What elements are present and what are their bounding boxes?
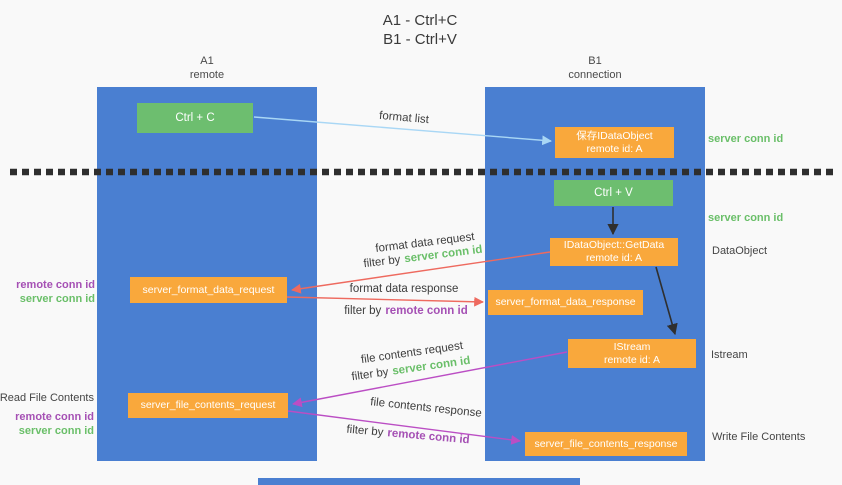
node-istream: IStream remote id: A	[568, 339, 696, 368]
column-b1-subtitle: connection	[568, 69, 622, 81]
label-group-conn-ids-bottom: remote conn id server conn id	[15, 410, 94, 438]
bottom-blue-strip	[258, 478, 580, 485]
node-getdata-line1: IDataObject::GetData	[563, 239, 665, 251]
node-format-response-label: server_format_data_response	[495, 296, 636, 308]
column-a1-subtitle: remote	[189, 69, 225, 81]
node-server-format-data-request: server_format_data_request	[130, 277, 287, 303]
node-file-request-label: server_file_contents_request	[140, 399, 276, 411]
label-istream: Istream	[711, 349, 748, 361]
label-group-conn-ids-top: remote conn id server conn id	[16, 278, 95, 306]
node-ctrl-v: Ctrl + V	[554, 180, 673, 206]
node-save-idataobject-line2: remote id: A	[586, 142, 643, 155]
filter-by-text: filter by	[350, 366, 390, 384]
edge-label-file-contents-response: file contents response	[369, 396, 483, 420]
node-idataobject-getdata: IDataObject::GetData remote id: A	[550, 238, 678, 266]
remote-conn-id-text: remote conn id	[386, 427, 471, 447]
node-server-file-contents-request: server_file_contents_request	[128, 393, 288, 418]
node-server-format-data-response: server_format_data_response	[488, 290, 643, 315]
label-write-file-contents: Write File Contents	[712, 431, 806, 443]
node-file-response-label: server_file_contents_response	[534, 437, 678, 450]
label-read-file-contents: Read File Contents	[0, 392, 94, 404]
label-server-conn-id-top: server conn id	[708, 133, 784, 145]
node-format-request-label: server_format_data_request	[142, 283, 275, 296]
edge-label-format-data-response: format data response	[349, 283, 459, 295]
label-dataobject: DataObject	[712, 245, 768, 257]
node-istream-line1: IStream	[613, 340, 651, 353]
diagram-title: A1 - Ctrl+C B1 - Ctrl+V	[300, 11, 540, 49]
edge-label-format-list: format list	[378, 109, 430, 127]
filter-by-text: filter by	[344, 305, 382, 317]
node-ctrl-c: Ctrl + C	[137, 103, 253, 133]
node-ctrl-c-label: Ctrl + C	[175, 112, 215, 124]
title-line-1: A1 - Ctrl+C	[382, 12, 458, 29]
node-getdata-line2: remote id: A	[585, 252, 643, 264]
column-b1-name: B1	[588, 55, 602, 67]
column-a1-name: A1	[200, 55, 214, 67]
label-server-conn-id: server conn id	[19, 293, 95, 305]
node-server-file-contents-response: server_file_contents_response	[525, 432, 687, 456]
filter-by-text: filter by	[345, 423, 384, 439]
filter-by-text: filter by	[362, 253, 402, 271]
column-header-b1: B1 connection	[485, 54, 705, 82]
title-line-2: B1 - Ctrl+V	[383, 31, 457, 48]
node-save-idataobject: 保存IDataObject remote id: A	[555, 127, 674, 158]
label-remote-conn-id: remote conn id	[15, 411, 94, 423]
column-header-a1: A1 remote	[97, 54, 317, 82]
remote-conn-id-text: remote conn id	[385, 305, 468, 317]
node-ctrl-v-label: Ctrl + V	[594, 187, 633, 199]
label-remote-conn-id: remote conn id	[16, 279, 95, 291]
label-server-conn-id: server conn id	[18, 425, 94, 437]
label-server-conn-id-mid: server conn id	[708, 212, 784, 224]
node-save-idataobject-line1: 保存IDataObject	[576, 129, 653, 142]
node-istream-line2: remote id: A	[603, 353, 661, 366]
